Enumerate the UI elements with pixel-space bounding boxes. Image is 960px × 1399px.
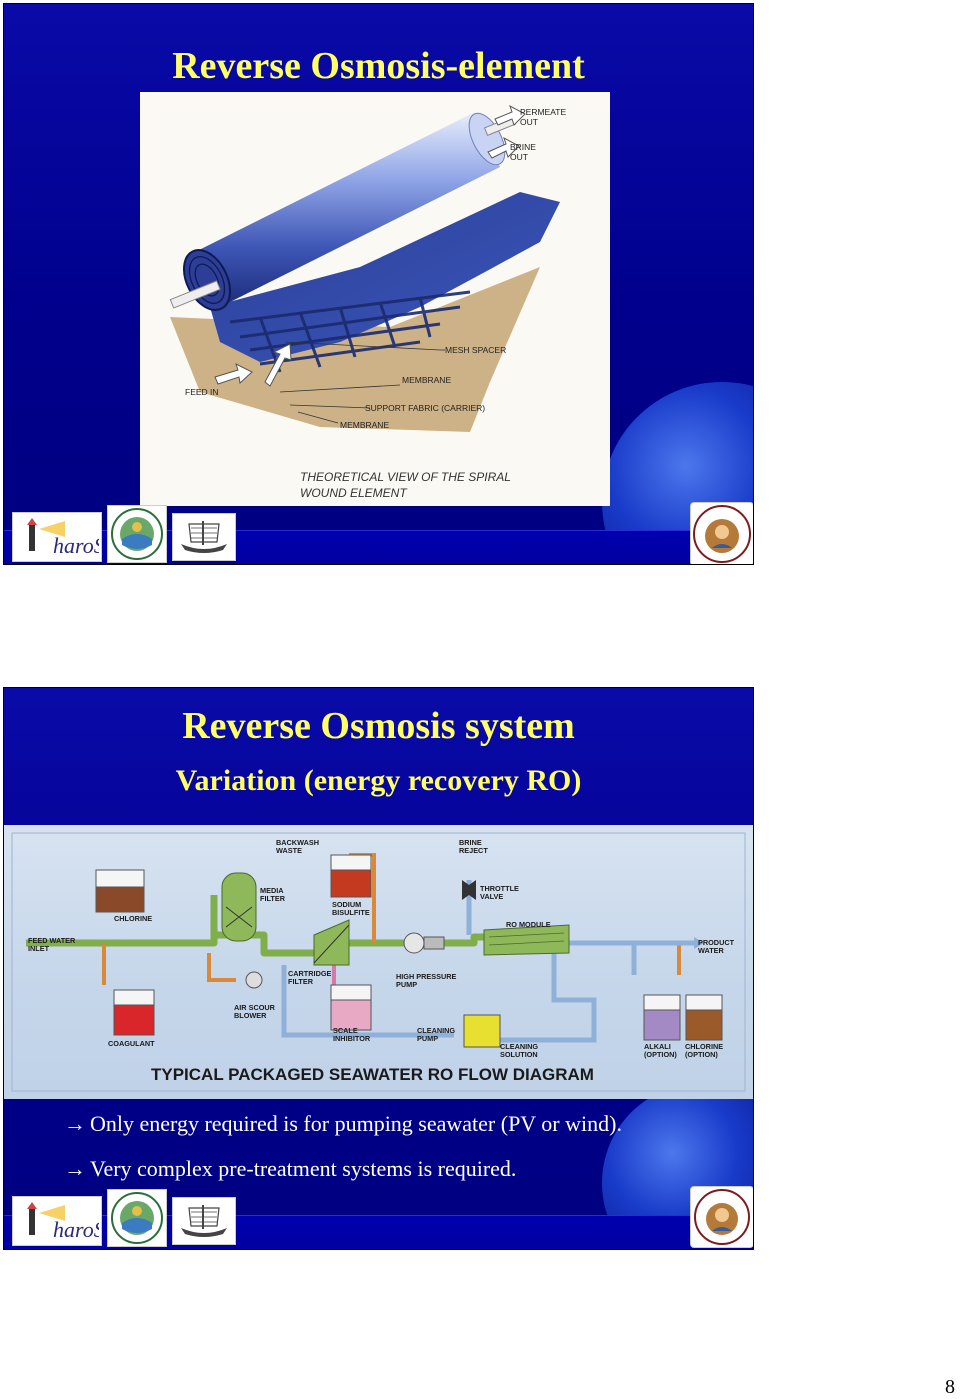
high-pressure-pump-label: HIGH PRESSURE PUMP bbox=[396, 973, 456, 989]
support-fabric-label: SUPPORT FABRIC (CARRIER) bbox=[365, 403, 485, 413]
air-scour-blower-label: AIR SCOUR BLOWER bbox=[234, 1004, 275, 1020]
svg-text:haroS: haroS bbox=[53, 533, 99, 558]
ship-logo bbox=[172, 513, 236, 561]
chlorine-option-label: CHLORINE (OPTION) bbox=[685, 1043, 723, 1059]
bullet-text: Very complex pre-treatment systems is re… bbox=[90, 1156, 516, 1181]
ship-logo bbox=[172, 1197, 236, 1245]
round-seal-logo bbox=[107, 1189, 167, 1247]
slide-ro-element: Reverse Osmosis-element bbox=[3, 3, 754, 565]
bullet-text: Only energy required is for pumping seaw… bbox=[90, 1111, 622, 1136]
chlorine-label: CHLORINE bbox=[114, 915, 152, 923]
flow-diagram-drawing bbox=[4, 825, 753, 1099]
ro-flow-diagram: BACKWASH WASTE BRINE REJECT MEDIA FILTER… bbox=[4, 825, 753, 1099]
slide-title: Reverse Osmosis-element bbox=[4, 44, 753, 88]
membrane-label: MEMBRANE bbox=[402, 375, 451, 385]
slide-subtitle: Variation (energy recovery RO) bbox=[4, 764, 753, 798]
round-seal-logo bbox=[107, 505, 167, 563]
throttle-valve-label: THROTTLE VALVE bbox=[480, 885, 519, 901]
alkali-option-label: ALKALI (OPTION) bbox=[644, 1043, 677, 1059]
mesh-spacer-label: MESH SPACER bbox=[445, 345, 506, 355]
slide-title: Reverse Osmosis system bbox=[4, 704, 753, 748]
figure-caption-line-1: THEORETICAL VIEW OF THE SPIRAL bbox=[300, 470, 511, 484]
svg-text:haroS: haroS bbox=[53, 1217, 99, 1242]
feed-water-inlet-label: FEED WATER INLET bbox=[28, 937, 75, 953]
cleaning-solution-label: CLEANING SOLUTION bbox=[500, 1043, 538, 1059]
coagulant-label: COAGULANT bbox=[108, 1040, 155, 1048]
university-seal-logo bbox=[690, 1186, 754, 1248]
spiral-wound-element-figure: PERMEATE OUT BRINE OUT MESH SPACER FEED … bbox=[140, 92, 610, 506]
scale-inhibitor-label: SCALE INHIBITOR bbox=[333, 1027, 370, 1043]
permeate-out-label: PERMEATE OUT bbox=[520, 107, 566, 127]
pharos-logo: haroS bbox=[12, 512, 102, 562]
university-seal-logo bbox=[690, 502, 754, 565]
spiral-element-drawing bbox=[140, 92, 610, 506]
brine-out-label: BRINE OUT bbox=[510, 142, 536, 162]
media-filter-label: MEDIA FILTER bbox=[260, 887, 285, 903]
pharos-logo: haroS bbox=[12, 1196, 102, 1246]
right-arrow-icon: → bbox=[64, 1156, 90, 1182]
bullet-item: →Only energy required is for pumping sea… bbox=[64, 1111, 622, 1137]
bullet-item: →Very complex pre-treatment systems is r… bbox=[64, 1156, 516, 1182]
product-water-label: PRODUCT WATER bbox=[698, 939, 734, 955]
brine-reject-label: BRINE REJECT bbox=[459, 839, 488, 855]
cartridge-filter-label: CARTRIDGE FILTER bbox=[288, 970, 331, 986]
membrane-label-2: MEMBRANE bbox=[340, 420, 389, 430]
page-number: 8 bbox=[945, 1376, 955, 1399]
right-arrow-icon: → bbox=[64, 1111, 90, 1137]
sodium-bisulfite-label: SODIUM BISULFITE bbox=[332, 901, 370, 917]
slide-ro-system: Reverse Osmosis system Variation (energy… bbox=[3, 687, 754, 1250]
ro-module-label: RO MODULE bbox=[506, 921, 551, 929]
cleaning-pump-label: CLEANING PUMP bbox=[417, 1027, 455, 1043]
diagram-title: TYPICAL PACKAGED SEAWATER RO FLOW DIAGRA… bbox=[151, 1065, 594, 1085]
figure-caption-line-2: WOUND ELEMENT bbox=[300, 486, 407, 500]
feed-in-label: FEED IN bbox=[185, 387, 219, 397]
backwash-waste-label: BACKWASH WASTE bbox=[276, 839, 319, 855]
